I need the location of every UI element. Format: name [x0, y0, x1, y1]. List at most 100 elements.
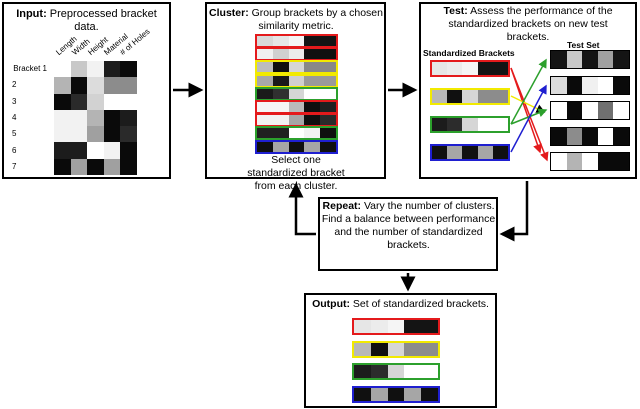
strip-segment	[272, 75, 289, 86]
strip-segment	[462, 118, 478, 131]
matrix-cell	[120, 158, 137, 176]
strip-segment	[387, 342, 405, 356]
strip-segment	[257, 88, 273, 99]
repeat-panel	[318, 197, 498, 271]
strip-segment	[272, 102, 289, 112]
matrix-cell	[70, 142, 87, 159]
output-bracket-strip	[352, 385, 440, 403]
strip-segment	[566, 153, 583, 170]
output-text: Set of standardized brackets.	[352, 298, 489, 310]
strip-segment	[288, 62, 305, 73]
cluster-text: Group brackets by a chosen similarity me…	[251, 7, 383, 32]
strip-segment	[566, 127, 583, 145]
test-set-label: Test Set	[567, 40, 600, 50]
matrix-cell	[103, 142, 120, 159]
row-label-1: Bracket 1	[13, 64, 47, 73]
strip-segment	[320, 62, 336, 73]
output-bracket-strip	[352, 363, 440, 380]
strip-segment	[272, 115, 289, 126]
strip-segment	[320, 36, 336, 46]
cluster-title: Cluster:	[209, 7, 249, 19]
test-standardized-strip	[430, 88, 510, 105]
matrix-cell	[120, 77, 137, 94]
repeat-text: Vary the number of clusters. Find a bala…	[321, 200, 496, 251]
strip-segment	[447, 90, 463, 103]
test-text: Assess the performance of the standardiz…	[448, 5, 613, 43]
strip-segment	[404, 365, 422, 378]
strip-segment	[492, 90, 509, 103]
strip-segment	[304, 141, 321, 152]
output-bracket-strip	[352, 340, 440, 358]
strip-segment	[613, 76, 629, 94]
strip-segment	[404, 342, 422, 356]
row-label-7: 7	[12, 162, 17, 171]
strip-segment	[462, 62, 478, 75]
strip-segment	[566, 76, 583, 94]
strip-segment	[304, 115, 321, 126]
strip-segment	[477, 146, 493, 159]
strip-segment	[320, 115, 336, 126]
strip-segment	[551, 51, 567, 68]
strip-segment	[492, 146, 509, 159]
strip-segment	[421, 365, 438, 378]
strip-segment	[582, 153, 598, 170]
strip-segment	[320, 49, 336, 60]
strip-segment	[582, 102, 598, 119]
strip-segment	[613, 102, 629, 119]
matrix-cell	[87, 142, 104, 159]
cluster-bracket-strip	[255, 47, 338, 62]
matrix-cell	[103, 77, 120, 94]
strip-segment	[288, 36, 305, 46]
strip-segment	[370, 320, 388, 333]
cluster-bracket-strip	[255, 126, 338, 141]
repeat-title: Repeat:	[322, 200, 362, 212]
matrix-cell	[70, 77, 87, 94]
strip-segment	[582, 127, 598, 145]
cluster-bracket-strip	[255, 73, 338, 88]
strip-segment	[320, 75, 336, 86]
strip-segment	[613, 51, 629, 68]
strip-segment	[304, 102, 321, 112]
input-title: Input:	[16, 8, 47, 20]
strip-segment	[354, 320, 371, 333]
strip-segment	[432, 90, 448, 103]
strip-segment	[257, 49, 273, 60]
strip-segment	[492, 62, 509, 75]
strip-segment	[257, 102, 273, 112]
strip-segment	[354, 342, 371, 356]
strip-segment	[551, 76, 567, 94]
output-title: Output:	[312, 298, 350, 310]
strip-segment	[421, 320, 438, 333]
strip-segment	[354, 387, 371, 401]
matrix-cell	[70, 61, 87, 78]
matrix-cell	[120, 93, 137, 110]
cluster-bracket-strip	[255, 139, 338, 154]
matrix-cell	[103, 126, 120, 143]
strip-segment	[597, 153, 614, 170]
strip-segment	[304, 62, 321, 73]
strip-segment	[432, 118, 448, 131]
cluster-footer: Select one standardized bracket from eac…	[247, 154, 345, 192]
standardized-brackets-label: Standardized Brackets	[423, 48, 515, 58]
cluster-bracket-strip	[255, 34, 338, 48]
strip-segment	[257, 128, 273, 139]
strip-segment	[421, 387, 438, 401]
strip-segment	[582, 51, 598, 68]
strip-segment	[447, 62, 463, 75]
matrix-cell	[70, 109, 87, 127]
cluster-caption: Cluster: Group brackets by a chosen simi…	[208, 7, 384, 33]
strip-segment	[272, 88, 289, 99]
strip-segment	[288, 88, 305, 99]
test-set-strip	[550, 126, 630, 146]
test-standardized-strip	[430, 116, 510, 133]
strip-segment	[257, 141, 273, 152]
strip-segment	[304, 75, 321, 86]
matrix-cell	[120, 109, 137, 127]
strip-segment	[597, 76, 614, 94]
matrix-cell	[54, 77, 71, 94]
strip-segment	[272, 49, 289, 60]
bracket-data-matrix	[54, 61, 137, 176]
strip-segment	[257, 36, 273, 46]
strip-segment	[288, 49, 305, 60]
cluster-bracket-strip	[255, 100, 338, 114]
